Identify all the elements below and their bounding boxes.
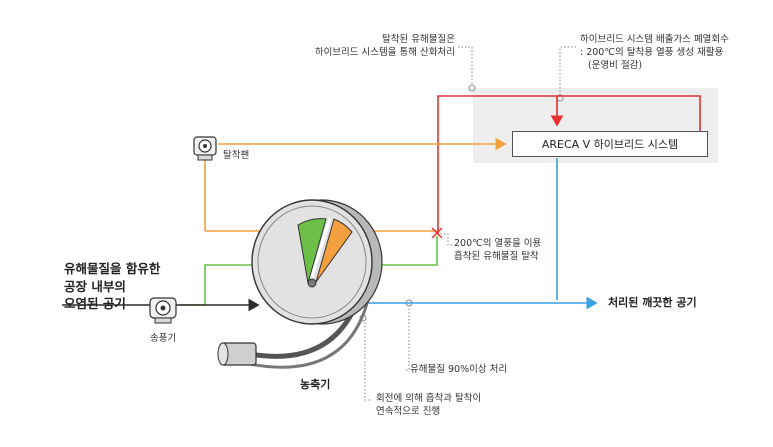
junction-mark <box>431 227 443 239</box>
blue-clean-flow <box>330 158 598 310</box>
heat-recovery-note: 하이브리드 시스템 배출가스 폐열회수 : 200℃의 탈착용 열풍 생성 재활… <box>580 34 729 72</box>
rotation-note-line1: 회전에 의해 흡착과 탈착이 <box>376 393 482 404</box>
rotation-note-line2: 연속적으로 진행 <box>376 405 441 417</box>
removal-note: 유해물질 90%이상 처리 <box>410 364 508 375</box>
heat-recovery-line1: 하이브리드 시스템 배출가스 폐열회수 <box>580 34 729 45</box>
fan-icon <box>193 136 217 161</box>
hybrid-system-label: ARECA V 하이브리드 시스템 <box>541 138 679 151</box>
leader-dot-oxidation <box>468 84 476 92</box>
blower-icon <box>149 297 177 324</box>
inlet-air-line3: 오염된 공기 <box>64 296 126 311</box>
leader-lines <box>364 46 576 401</box>
desorb-note-line1: 200℃의 열풍을 이용 <box>454 238 542 249</box>
hybrid-system-box: ARECA V 하이브리드 시스템 <box>512 131 708 157</box>
blower-label: 송풍기 <box>150 333 177 344</box>
desorb-note: 200℃의 열풍을 이용 흡착된 유해물질 탈착 <box>454 238 541 264</box>
inlet-air-label: 유해물질을 함유한 공장 내부의 오염된 공기 <box>64 260 160 313</box>
inlet-air-line2: 공장 내부의 <box>64 278 126 294</box>
desorption-fan-label: 탈착팬 <box>223 150 250 161</box>
concentrator-rotor <box>217 199 383 369</box>
concentrator-label: 농축기 <box>300 378 331 391</box>
oxidation-note: 탈착된 유해물질은 하이브리드 시스템을 통해 산화처리 <box>285 34 455 60</box>
red-heat-loop <box>437 95 701 234</box>
desorb-note-line2: 흡착된 유해물질 탈착 <box>454 250 539 262</box>
clean-air-label: 처리된 깨끗한 공기 <box>608 296 697 309</box>
heat-recovery-line2: : 200℃의 탈착용 열풍 생성 재활용 <box>580 46 724 58</box>
inlet-air-line1: 유해물질을 함유한 <box>64 261 161 276</box>
heat-recovery-line3: (운영비 절감) <box>588 59 643 71</box>
oxidation-note-line2: 하이브리드 시스템을 통해 산화처리 <box>314 46 455 58</box>
oxidation-note-line1: 탈착된 유해물질은 <box>382 34 455 45</box>
rotation-note: 회전에 의해 흡착과 탈착이 연속적으로 진행 <box>376 393 481 419</box>
